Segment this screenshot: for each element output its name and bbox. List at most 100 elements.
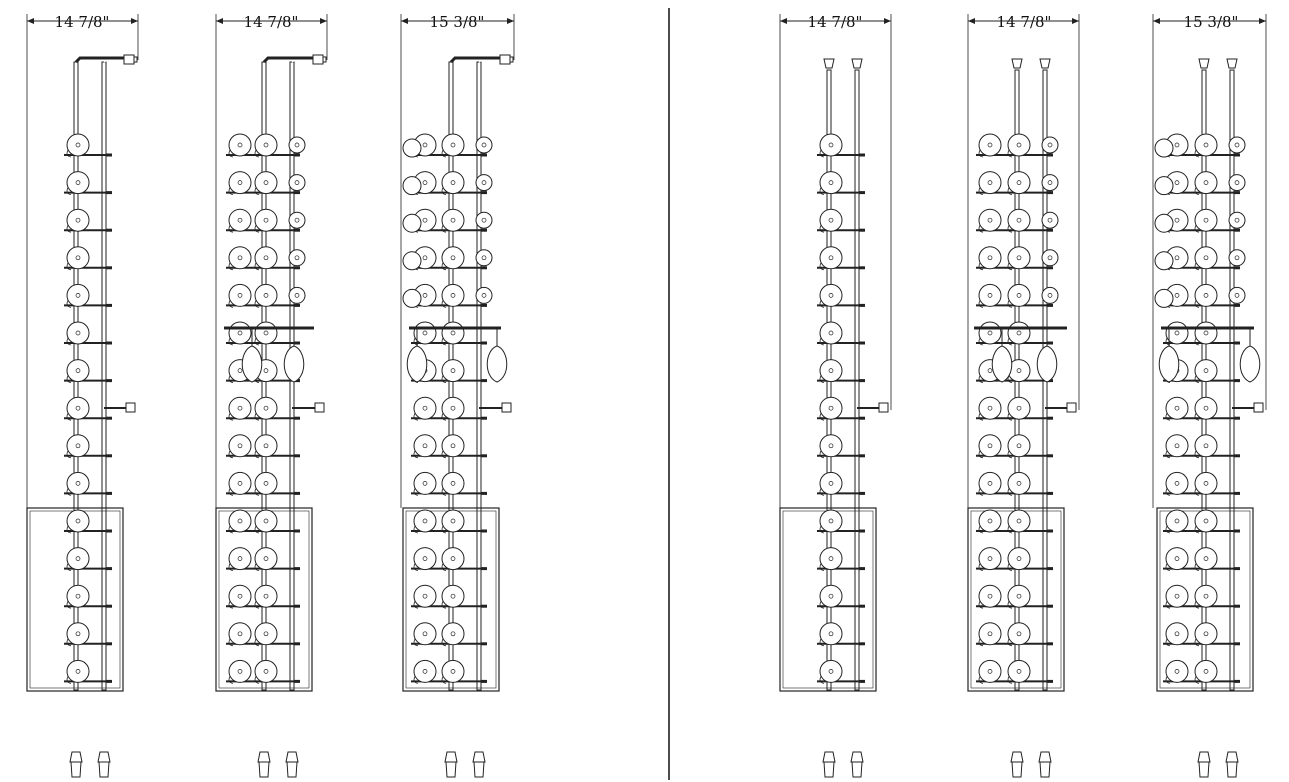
bottle-neck	[228, 488, 234, 496]
bottle	[66, 133, 90, 157]
bottle	[228, 171, 252, 195]
bottle-punt	[1016, 330, 1022, 336]
bottle-punt	[263, 293, 269, 298]
bottle-punt	[75, 180, 81, 185]
top-cap	[823, 58, 835, 69]
bottle-neck	[819, 225, 825, 233]
floor-foot	[444, 751, 458, 778]
bottle-punt	[1174, 255, 1180, 261]
side-bottle	[475, 249, 493, 267]
bottle-neck	[66, 413, 72, 421]
bottle-punt	[828, 217, 834, 223]
bottle-punt	[1203, 293, 1209, 298]
bottle	[978, 171, 1002, 195]
bottle-neck	[254, 525, 260, 534]
bottle-neck	[819, 187, 825, 195]
bottle	[978, 133, 1002, 157]
bottle-neck	[441, 375, 447, 383]
bottle	[1007, 246, 1031, 270]
bottle	[66, 246, 90, 270]
bottle	[819, 659, 843, 683]
bottle	[254, 471, 278, 495]
bottle-punt	[1174, 631, 1180, 637]
bottle-punt	[263, 481, 269, 486]
bottle-neck	[66, 525, 72, 534]
bottle	[978, 622, 1002, 646]
bottle	[819, 509, 843, 533]
bottle	[228, 584, 252, 608]
bottle-neck	[441, 601, 447, 609]
bottle	[819, 359, 843, 383]
bottle-neck	[1194, 450, 1200, 459]
bottle-neck	[254, 676, 260, 684]
side-bottle	[475, 286, 493, 304]
rack-3: 15 3/8"	[400, 13, 515, 778]
bottle-punt	[987, 217, 993, 223]
bottle-neck	[1194, 149, 1200, 158]
bottle-neck	[66, 337, 72, 346]
bottle	[978, 246, 1002, 270]
bottle	[66, 396, 90, 420]
bottle-punt	[1203, 556, 1209, 561]
bottle-punt	[422, 518, 428, 524]
bottle-punt	[75, 142, 81, 148]
bottle	[66, 584, 90, 608]
bottle-neck	[228, 676, 234, 684]
bottle-punt	[1174, 669, 1180, 674]
bottle-punt	[263, 180, 269, 185]
bottle-punt	[987, 593, 993, 599]
bottle-punt	[450, 631, 456, 637]
bottle-punt	[422, 180, 428, 185]
bottle-neck	[441, 337, 447, 346]
bottle-neck	[228, 187, 234, 195]
side-bottle-punt	[1234, 180, 1240, 185]
bottle-punt	[263, 518, 269, 524]
bottle-neck	[441, 525, 447, 534]
wine-glass	[991, 328, 1013, 383]
bottle-punt	[1203, 142, 1209, 148]
bottle	[441, 246, 465, 270]
side-bottle-punt	[294, 142, 300, 148]
bottle-punt	[263, 368, 269, 373]
base-cabinet	[967, 507, 1065, 692]
bottle	[413, 584, 437, 608]
bottle-punt	[1016, 217, 1022, 223]
bottle-punt	[237, 368, 243, 373]
bottle-neck	[1007, 638, 1013, 647]
bottle-punt	[828, 443, 834, 449]
wall-mount-screw	[509, 56, 514, 63]
bottle-neck	[1194, 676, 1200, 684]
bottle-neck	[413, 488, 419, 496]
bottle-punt	[422, 405, 428, 411]
bottle	[819, 246, 843, 270]
floor-foot	[257, 751, 271, 778]
rack-6: 15 3/8"	[1152, 13, 1267, 778]
bottle-neck	[254, 225, 260, 233]
bottle-neck	[66, 601, 72, 609]
bottle-punt	[75, 518, 81, 524]
front-bottle	[1154, 138, 1174, 158]
floor-foot	[97, 751, 111, 778]
bottle-neck	[1007, 488, 1013, 496]
bottle	[254, 434, 278, 458]
floor-foot	[1010, 751, 1024, 778]
bottle-punt	[1174, 556, 1180, 561]
bottle-neck	[441, 488, 447, 496]
bottle	[441, 584, 465, 608]
bottle-punt	[1174, 217, 1180, 223]
side-bottle-punt	[294, 180, 300, 185]
bottle-punt	[1016, 669, 1022, 674]
bottle-neck	[978, 413, 984, 421]
bottle-neck	[413, 413, 419, 421]
bottle-neck	[1165, 601, 1171, 609]
bottle-punt	[450, 518, 456, 524]
floor-foot	[285, 751, 299, 778]
bottle-punt	[237, 255, 243, 261]
bottle	[819, 434, 843, 458]
bottle	[1194, 509, 1218, 533]
bottle	[228, 321, 252, 345]
bottle-punt	[75, 368, 81, 373]
base-cabinet	[779, 507, 877, 692]
side-bottle-punt	[294, 293, 300, 298]
dimension-label: 14 7/8"	[997, 13, 1052, 31]
